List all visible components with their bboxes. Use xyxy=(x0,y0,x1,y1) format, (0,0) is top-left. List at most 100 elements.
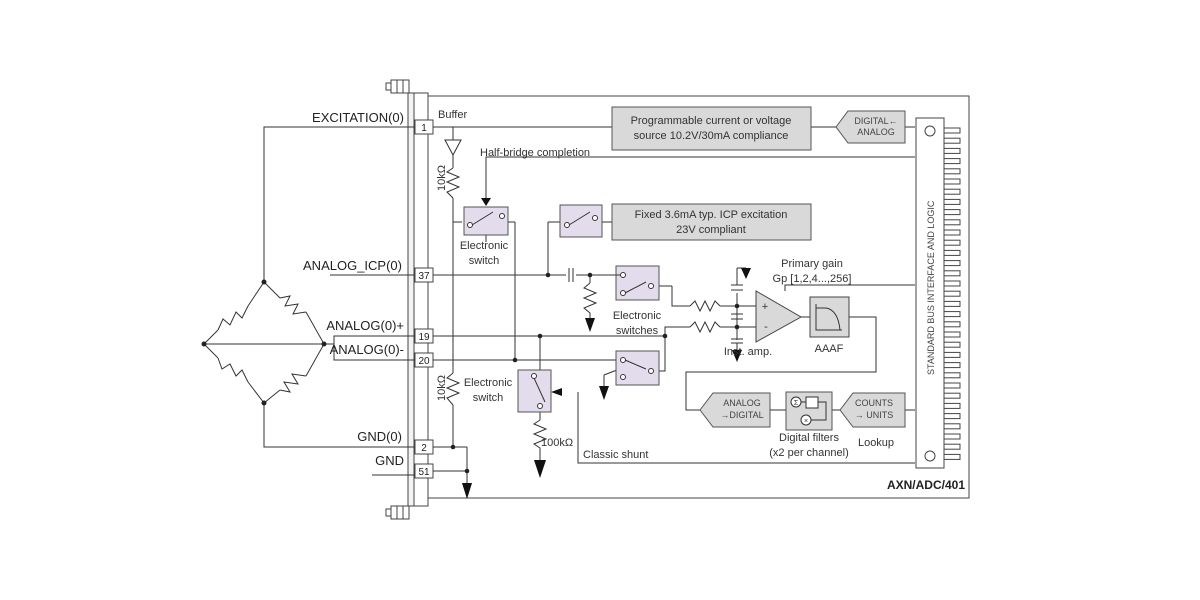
analog-pos-label: ANALOG(0)+ xyxy=(326,318,404,333)
connector-finger xyxy=(943,382,961,389)
connector-finger xyxy=(943,270,961,277)
connector-finger xyxy=(943,168,961,175)
wheatstone-bridge xyxy=(201,126,415,448)
connector-finger xyxy=(943,158,961,165)
capacitor-icp-icon xyxy=(566,267,576,283)
svg-text:ANALOG: ANALOG xyxy=(857,127,895,137)
ground-arrow-icon xyxy=(534,460,546,478)
ground-arrow-icon xyxy=(462,483,472,499)
half-bridge-label: Half-bridge completion xyxy=(480,147,590,159)
connector-finger xyxy=(943,178,961,185)
pin-2: 2 xyxy=(414,439,434,455)
connector-finger xyxy=(943,290,961,297)
svg-text:Σ: Σ xyxy=(794,400,799,407)
svg-text:20: 20 xyxy=(418,356,430,367)
digital-filter-icon: Σ × xyxy=(785,391,833,431)
connector-finger xyxy=(943,453,961,460)
resistor-10k-bottom-icon xyxy=(445,372,461,406)
lookup-block: COUNTS → UNITS xyxy=(839,392,906,428)
pin-20: 20 xyxy=(414,352,434,368)
inst-amp-icon: + - xyxy=(755,290,803,343)
inst-amp-label: Inst. amp. xyxy=(724,346,772,358)
svg-text:51: 51 xyxy=(418,467,430,478)
gain-range-label: Gp [1,2,4...,256] xyxy=(773,273,852,285)
aaaf-label: AAAF xyxy=(815,343,844,355)
ground-arrow-icon xyxy=(732,350,742,362)
gnd0-label: GND(0) xyxy=(357,429,402,444)
pin-51: 51 xyxy=(414,463,434,479)
arrow-left-icon xyxy=(551,388,562,396)
svg-text:19: 19 xyxy=(418,332,430,343)
arrow-down-icon xyxy=(481,198,491,206)
filters-label: Digital filters xyxy=(779,432,839,444)
connector-finger xyxy=(943,147,961,154)
lookup-label: Lookup xyxy=(858,437,894,449)
svg-text:37: 37 xyxy=(418,271,430,282)
classic-shunt-label: Classic shunt xyxy=(583,449,648,461)
buffer-icon xyxy=(444,139,462,157)
board-outline xyxy=(427,95,970,499)
capacitor-filter-icon xyxy=(731,284,743,344)
excitation-label: EXCITATION(0) xyxy=(312,110,404,125)
connector-finger xyxy=(943,198,961,205)
connector-finger xyxy=(943,127,961,134)
svg-text:Fixed 3.6mA typ. ICP excitatio: Fixed 3.6mA typ. ICP excitation xyxy=(635,209,788,221)
connector-finger xyxy=(943,402,961,409)
connector-finger xyxy=(943,423,961,430)
icp-excitation-box: Fixed 3.6mA typ. ICP excitation 23V comp… xyxy=(611,203,812,241)
resistor-shunt-icon xyxy=(582,282,598,318)
switches-label: Electronic xyxy=(613,310,662,322)
excitation-source-box: Programmable current or voltage source 1… xyxy=(611,106,812,151)
connector-finger xyxy=(943,413,961,420)
filters-label-b: (x2 per channel) xyxy=(769,447,849,459)
gnd-label: GND xyxy=(375,453,404,468)
analog-neg-label: ANALOG(0)- xyxy=(330,342,404,357)
connector-finger xyxy=(943,249,961,256)
connector-finger xyxy=(943,188,961,195)
switch-label-2b: switch xyxy=(473,392,504,404)
edge-connector-fingers xyxy=(943,127,961,460)
switch-label-1b: switch xyxy=(469,255,500,267)
connector-finger xyxy=(943,260,961,267)
connector-finger xyxy=(943,372,961,379)
connector-finger xyxy=(943,311,961,318)
connector-finger xyxy=(943,331,961,338)
connector-finger xyxy=(943,392,961,399)
svg-text:Programmable current or voltag: Programmable current or voltage xyxy=(631,115,792,127)
connector-finger xyxy=(943,137,961,144)
res-10k-bottom-label: 10kΩ xyxy=(436,375,448,401)
model-label: AXN/ADC/401 xyxy=(887,478,965,492)
svg-text:2: 2 xyxy=(421,443,427,454)
pin-37: 37 xyxy=(414,267,434,283)
aaaf-filter-icon xyxy=(809,296,850,338)
electronic-switch-icp xyxy=(559,204,603,238)
svg-text:COUNTS: COUNTS xyxy=(855,398,893,408)
electronic-switches-negative xyxy=(615,350,660,386)
svg-text:×: × xyxy=(804,418,808,425)
switch-label-1: Electronic xyxy=(460,240,509,252)
electronic-switch-shunt xyxy=(517,369,552,413)
connector-finger xyxy=(943,341,961,348)
panel-screw-top-icon xyxy=(385,79,410,94)
svg-text:source 10.2V/30mA compliance: source 10.2V/30mA compliance xyxy=(634,130,789,142)
pin-19: 19 xyxy=(414,328,434,344)
pin-1: 1 xyxy=(414,119,434,135)
connector-finger xyxy=(943,209,961,216)
connector-finger xyxy=(943,433,961,440)
electronic-switches-input xyxy=(615,265,660,301)
svg-text:-: - xyxy=(764,321,768,333)
connector-finger xyxy=(943,300,961,307)
svg-text:+: + xyxy=(762,301,768,313)
svg-text:ANALOG: ANALOG xyxy=(723,398,761,408)
connector-finger xyxy=(943,229,961,236)
switch-label-2: Electronic xyxy=(464,377,513,389)
ground-arrow-icon xyxy=(741,268,751,279)
svg-text:→ UNITS: → UNITS xyxy=(855,410,894,420)
switches-label-b: switches xyxy=(616,325,659,337)
resistor-10k-top-icon xyxy=(445,167,461,199)
buffer-label: Buffer xyxy=(438,109,467,121)
svg-text:23V compliant: 23V compliant xyxy=(676,224,746,236)
ground-arrow-icon xyxy=(585,318,595,332)
res-100k-label: 100kΩ xyxy=(541,437,573,449)
